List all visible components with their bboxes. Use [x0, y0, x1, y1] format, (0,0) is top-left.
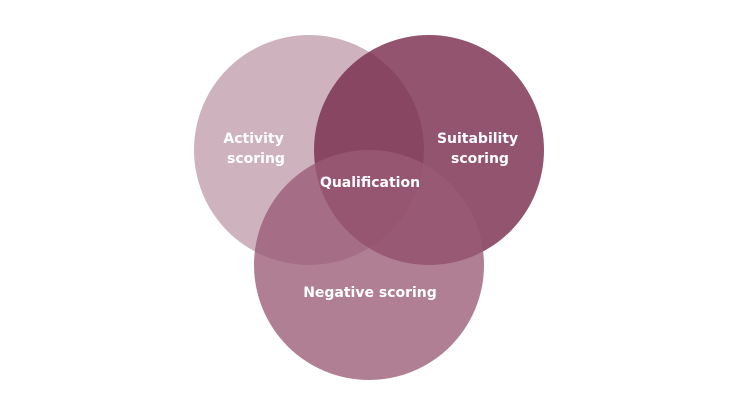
negative-scoring-circle — [254, 150, 484, 380]
activity-scoring-label: Activity scoring — [223, 131, 288, 167]
qualification-label: Qualification — [320, 175, 420, 191]
suitability-scoring-label: Suitability scoring — [437, 131, 523, 167]
negative-scoring-label: Negative scoring — [303, 285, 437, 301]
